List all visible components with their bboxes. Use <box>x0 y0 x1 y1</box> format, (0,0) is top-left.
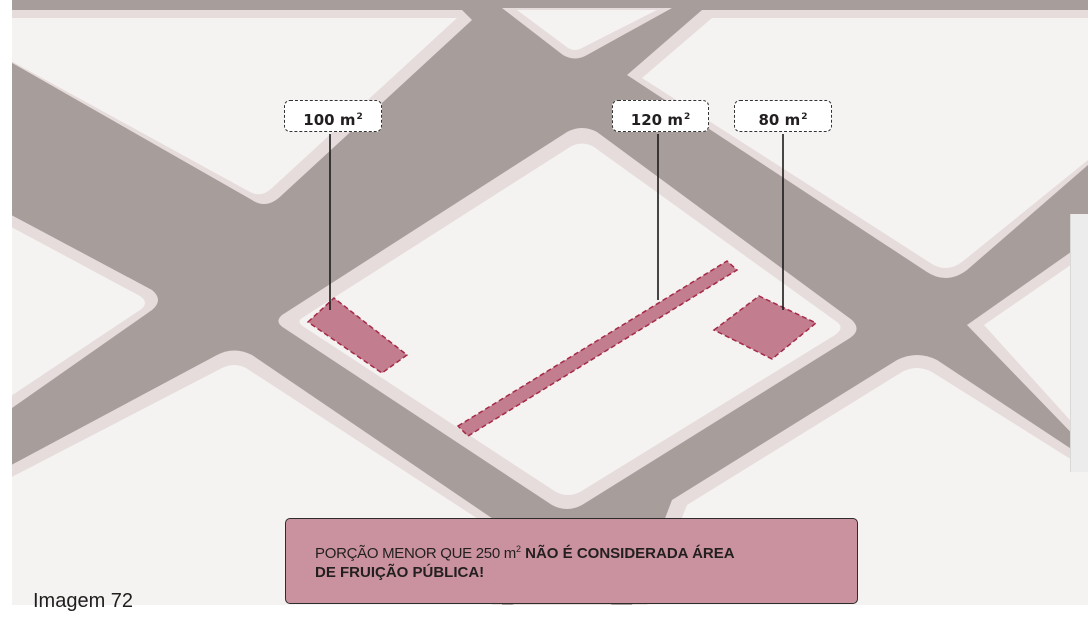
area-label-100-text: 100 m <box>303 111 356 129</box>
area-100-highlight <box>306 297 409 374</box>
area-label-120-sup: 2 <box>683 112 691 122</box>
notice-bold-line2: DE FRUIÇÃO PÚBLICA! <box>315 564 485 581</box>
block-top-right <box>627 10 1088 279</box>
isometric-blocks-diagram <box>12 0 1088 605</box>
block-top-left <box>12 10 472 204</box>
image-caption: Imagem 72 <box>33 590 134 612</box>
area-120-highlight <box>456 260 739 437</box>
area-label-80-text: 80 m <box>758 111 801 129</box>
area-label-80: 80 m2 <box>734 100 832 132</box>
notice-light-text: PORÇÃO MENOR QUE 250 m <box>315 545 516 562</box>
block-right <box>967 240 1088 450</box>
block-top-center <box>502 8 672 59</box>
area-label-120: 120 m2 <box>612 100 709 132</box>
block-center <box>278 128 857 509</box>
notice-bold-line1: NÃO É CONSIDERADA ÁREA <box>525 545 735 562</box>
area-label-100: 100 m2 <box>284 100 382 132</box>
side-panel <box>1070 214 1088 472</box>
area-label-120-text: 120 m <box>630 111 683 129</box>
notice-box: PORÇÃO MENOR QUE 250 m2 NÃO É CONSIDERAD… <box>285 518 858 604</box>
notice-sup: 2 <box>515 544 521 554</box>
highlighted-areas <box>306 260 818 437</box>
block-left <box>12 215 158 408</box>
area-80-highlight <box>712 295 818 360</box>
leader-lines <box>329 134 784 310</box>
area-label-80-sup: 2 <box>801 112 808 122</box>
area-label-100-sup: 2 <box>356 112 363 122</box>
